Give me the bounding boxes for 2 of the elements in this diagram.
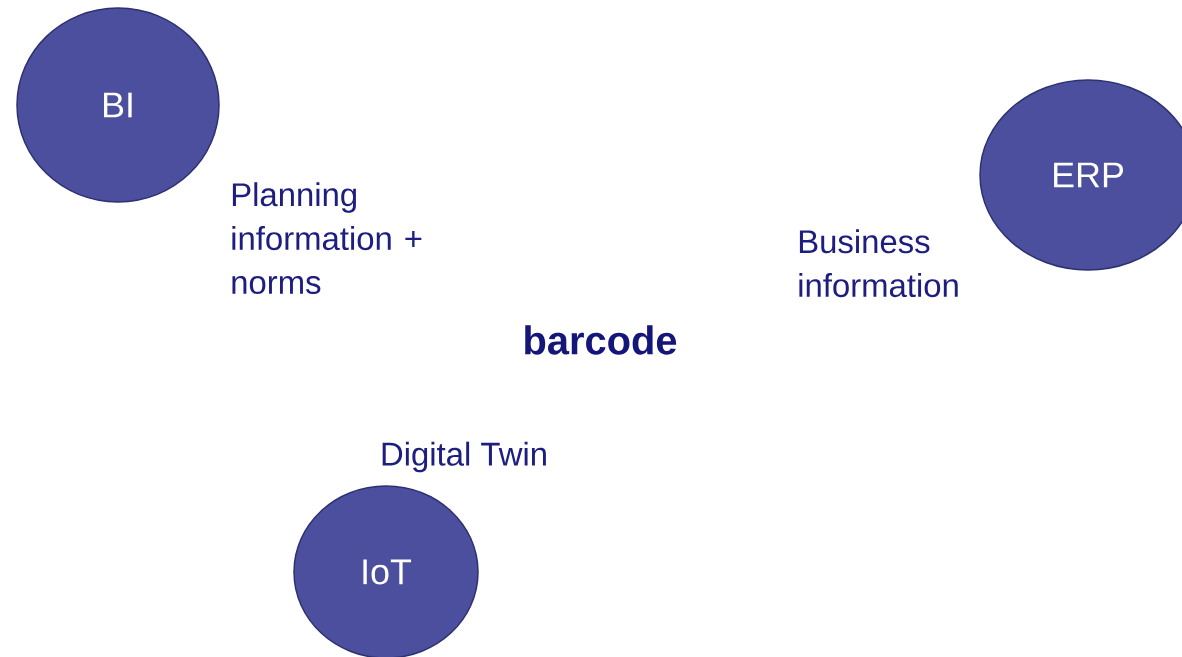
text-label: Digital Twin	[382, 441, 546, 473]
circle-node: BI	[16, 7, 220, 203]
